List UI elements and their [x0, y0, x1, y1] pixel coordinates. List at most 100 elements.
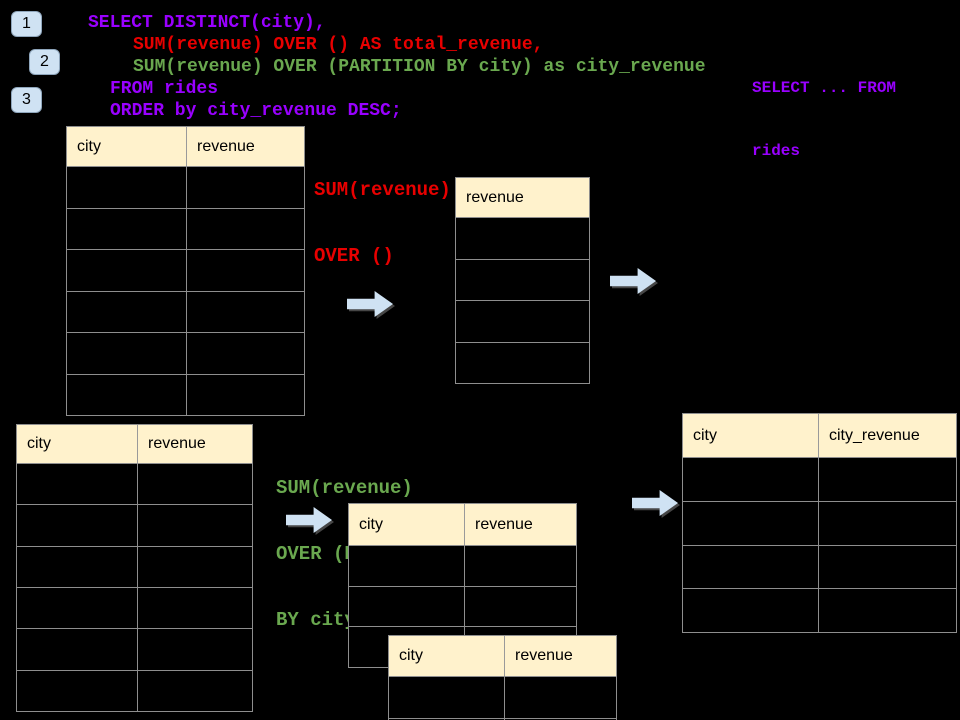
- from-rides-note-line-1: SELECT ... FROM: [752, 79, 897, 97]
- column-header-revenue: revenue: [466, 188, 524, 206]
- table-row: [67, 208, 304, 250]
- table-cell: [67, 292, 186, 333]
- table-cell: [137, 587, 252, 629]
- table-cell: [186, 167, 304, 208]
- table-row: [17, 587, 252, 630]
- table-cell: [683, 458, 818, 501]
- sql-line-from: FROM rides: [110, 79, 219, 99]
- table-body: [17, 464, 252, 711]
- table-row: [67, 291, 304, 333]
- sql-line-order-by: ORDER by city_revenue DESC;: [110, 101, 402, 121]
- table-row: [683, 501, 956, 546]
- table-row: [17, 546, 252, 588]
- step-badge-1: 1: [11, 11, 42, 37]
- table-source-bottom: city revenue: [16, 424, 253, 712]
- table-cell: [818, 589, 956, 632]
- table-header-row: city revenue: [389, 636, 616, 677]
- from-rides-note-line-2: rides: [752, 142, 801, 160]
- table-row: [17, 670, 252, 711]
- arrow-right-icon: [286, 507, 332, 533]
- table-cell: [67, 333, 186, 374]
- table-row: [17, 505, 252, 547]
- table-header-row: city revenue: [349, 504, 576, 546]
- column-header-revenue: revenue: [186, 127, 304, 166]
- table-cell: [349, 587, 464, 627]
- table-cell: [137, 464, 252, 505]
- table-row: [456, 260, 589, 301]
- table-cell: [504, 677, 616, 718]
- table-body: [456, 218, 589, 383]
- table-cell: [818, 545, 956, 589]
- table-row: [349, 546, 576, 587]
- table-header-row: revenue: [456, 178, 589, 218]
- table-cell: [464, 546, 576, 586]
- column-header-revenue: revenue: [464, 504, 576, 545]
- arrow-right-shape: [347, 291, 393, 317]
- arrow-right-shape: [610, 268, 656, 294]
- table-cell: [456, 343, 589, 384]
- table-row: [683, 589, 956, 632]
- column-header-city: city: [77, 137, 101, 155]
- step-badge-3: 3: [11, 87, 42, 113]
- table-cell: [67, 250, 186, 291]
- table-cell: [137, 670, 252, 711]
- table-cell: [137, 546, 252, 587]
- table-cell: [683, 546, 818, 589]
- column-header-city: city: [27, 435, 51, 452]
- partition-annotation-line-1: SUM(revenue): [276, 477, 413, 499]
- table-cell: [67, 375, 186, 416]
- table-cell: [456, 260, 589, 301]
- table-cell: [818, 458, 956, 501]
- table-body: [389, 677, 616, 720]
- table-cell: [17, 505, 137, 545]
- table-row: [67, 250, 304, 292]
- table-row: [17, 464, 252, 506]
- table-row: [67, 374, 304, 416]
- table-cell: [186, 374, 304, 415]
- table-cell: [17, 588, 137, 628]
- total-revenue-annotation: SUM(revenue) OVER (): [314, 135, 451, 311]
- arrow-right-icon: [610, 268, 656, 294]
- table-cell: [17, 671, 137, 711]
- column-header-city-revenue: city_revenue: [818, 414, 956, 457]
- table-row: [389, 677, 616, 719]
- table-cell: [683, 502, 818, 545]
- table-header-row: city revenue: [17, 425, 252, 464]
- table-cell: [389, 677, 504, 718]
- sql-line-city-revenue: SUM(revenue) OVER (PARTITION BY city) as…: [133, 57, 706, 77]
- table-cell: [17, 629, 137, 669]
- table-total-revenue-result: revenue: [455, 177, 590, 384]
- table-cell: [67, 209, 186, 250]
- step-badge-2: 2: [29, 49, 60, 75]
- arrow-right-shape: [286, 507, 332, 533]
- table-cell: [17, 547, 137, 587]
- arrow-right-shape: [632, 490, 678, 516]
- table-row: [456, 343, 589, 384]
- table-cell: [186, 291, 304, 332]
- table-cell: [349, 546, 464, 586]
- table-cell: [186, 208, 304, 249]
- table-body: [67, 167, 304, 415]
- table-row: [456, 301, 589, 343]
- table-row: [349, 586, 576, 628]
- table-cell: [17, 464, 137, 504]
- table-row: [683, 458, 956, 502]
- total-revenue-annotation-line-1: SUM(revenue): [314, 179, 451, 201]
- table-cell: [186, 333, 304, 374]
- table-source-top: city revenue: [66, 126, 305, 416]
- table-final-result: city city_revenue: [682, 413, 957, 633]
- column-header-revenue: revenue: [504, 636, 616, 676]
- table-cell: [683, 589, 818, 632]
- table-cell: [456, 218, 589, 259]
- table-header-row: city city_revenue: [683, 414, 956, 458]
- table-row: [17, 629, 252, 671]
- sql-line-total-revenue: SUM(revenue) OVER () AS total_revenue,: [133, 35, 544, 55]
- table-row: [456, 218, 589, 260]
- table-partition-overlay: city revenue: [388, 635, 617, 720]
- column-header-city: city: [693, 426, 717, 444]
- table-cell: [137, 505, 252, 546]
- column-header-revenue: revenue: [137, 425, 252, 463]
- table-cell: [464, 586, 576, 627]
- from-rides-note: SELECT ... FROM rides: [752, 36, 896, 204]
- table-cell: [137, 629, 252, 670]
